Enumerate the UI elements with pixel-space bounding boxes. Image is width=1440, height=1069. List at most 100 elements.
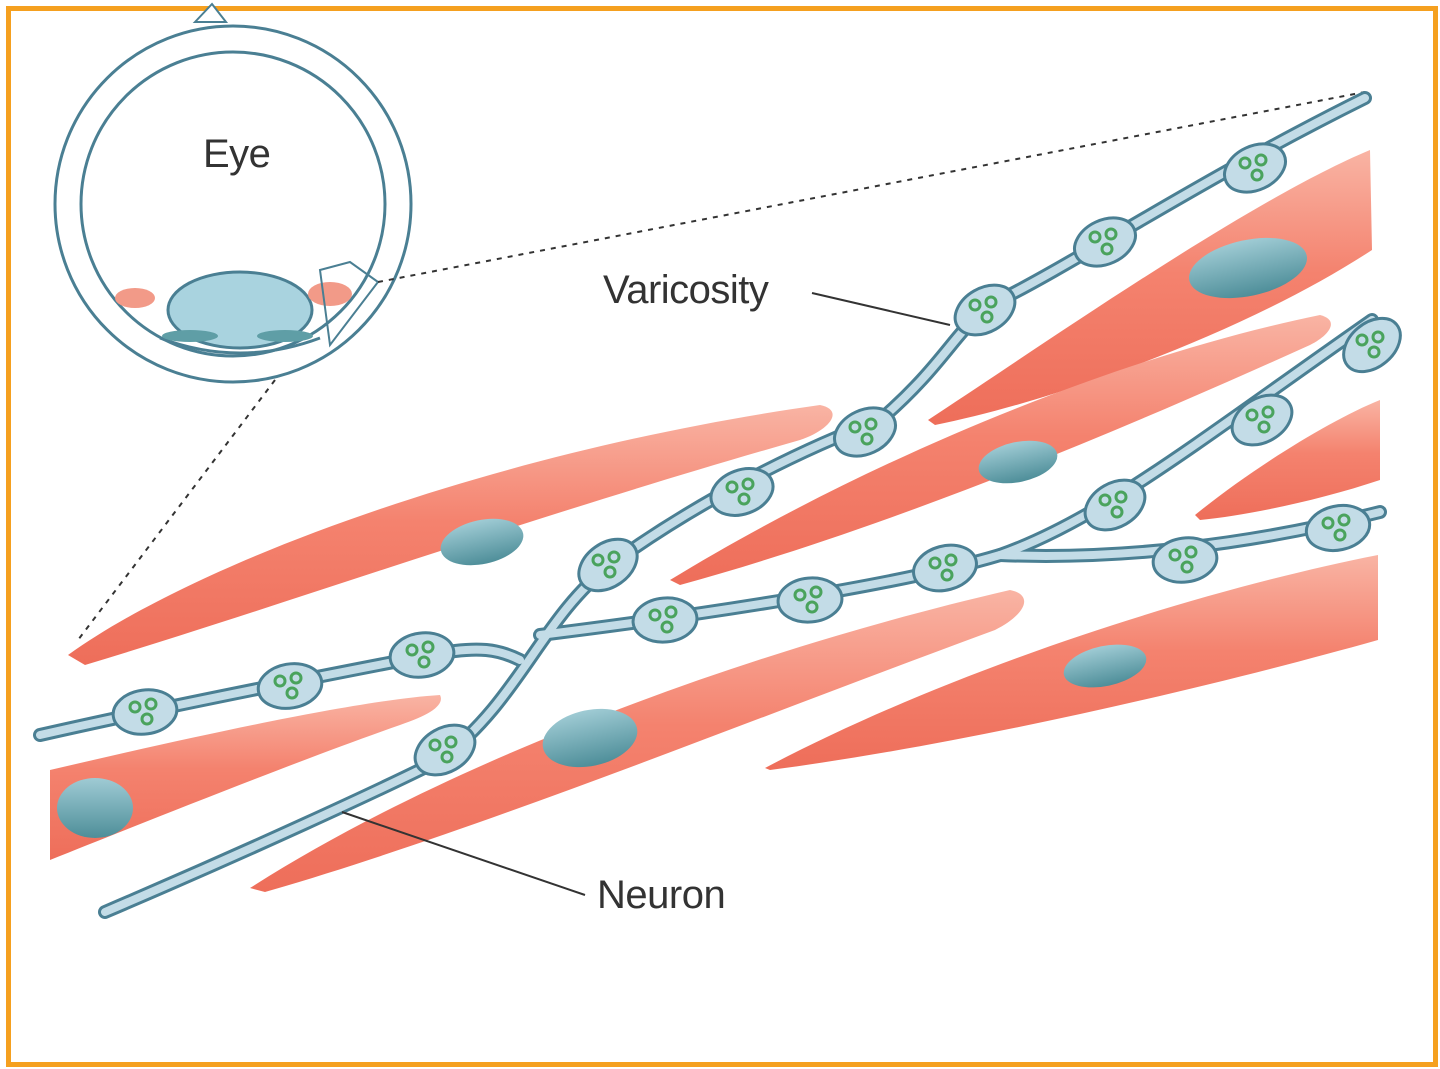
synaptic-vesicle (1238, 156, 1252, 170)
synaptic-vesicle (1254, 153, 1268, 167)
synaptic-vesicle (591, 553, 605, 567)
muscle-cell (1195, 400, 1380, 520)
synaptic-vesicle (603, 565, 617, 579)
varicosity (631, 596, 699, 644)
varicosity (833, 406, 897, 458)
synaptic-vesicle (848, 420, 862, 434)
synaptic-vesicle (793, 588, 807, 602)
synaptic-vesicle (944, 553, 958, 567)
varicosity (1151, 536, 1219, 584)
varicosity (1304, 503, 1372, 553)
varicosity (388, 631, 456, 679)
synaptic-vesicle (273, 674, 287, 688)
varicosity (953, 283, 1017, 337)
synaptic-vesicle (940, 568, 954, 582)
muscle-cell (928, 150, 1372, 425)
synaptic-vesicle (1355, 333, 1369, 347)
synaptic-vesicle (440, 750, 454, 764)
eye-label: Eye (203, 132, 271, 176)
synaptic-vesicle (140, 712, 154, 726)
varicosity (1230, 393, 1294, 447)
synaptic-vesicle (928, 556, 942, 570)
synaptic-vesicle (144, 697, 158, 711)
synaptic-vesicle (984, 295, 998, 309)
varicosity (413, 723, 477, 777)
muscle-cell (50, 695, 441, 860)
neuron-label: Neuron (597, 873, 726, 917)
muscle-nucleus (1063, 644, 1147, 688)
synaptic-vesicle (648, 608, 662, 622)
varicosity (1083, 478, 1147, 532)
synaptic-vesicle (1245, 408, 1259, 422)
neuron-leader (341, 811, 586, 896)
synaptic-vesicle (809, 585, 823, 599)
synaptic-vesicle (1180, 560, 1194, 574)
synaptic-vesicle (1321, 516, 1335, 530)
varicosity-leader (811, 292, 951, 326)
muscle-nucleus (57, 778, 133, 838)
muscle-nucleus (440, 518, 524, 566)
eye-inner-wall (79, 50, 387, 358)
synaptic-vesicle (1333, 528, 1347, 542)
synaptic-vesicle (128, 700, 142, 714)
varicosity (577, 537, 639, 593)
synaptic-vesicle (660, 620, 674, 634)
iris-right (257, 330, 313, 342)
zoom-line-top (377, 91, 1366, 283)
synaptic-vesicle (1088, 230, 1102, 244)
synaptic-vesicle (805, 600, 819, 614)
synaptic-vesicle (864, 417, 878, 431)
synaptic-vesicle (1257, 420, 1271, 434)
synaptic-vesicle (1337, 513, 1351, 527)
synaptic-vesicle (664, 605, 678, 619)
synaptic-vesicle (1367, 345, 1381, 359)
muscle-nucleus (542, 708, 638, 768)
varicosity (1223, 142, 1287, 194)
synaptic-vesicle (428, 738, 442, 752)
varicosity (1073, 216, 1137, 268)
synaptic-vesicle (1184, 545, 1198, 559)
synaptic-vesicle (405, 643, 419, 657)
varicosity-label: Varicosity (603, 268, 769, 312)
varicosity (1342, 316, 1402, 374)
varicosities (111, 142, 1402, 777)
varicosity (709, 467, 775, 517)
synaptic-vesicle (1261, 405, 1275, 419)
optic-nerve (192, 2, 229, 23)
synaptic-vesicle (417, 655, 431, 669)
iris-left (162, 330, 218, 342)
synaptic-vesicle (421, 640, 435, 654)
varicosity (111, 688, 179, 736)
synaptic-vesicle (968, 298, 982, 312)
muscle-cell (250, 590, 1025, 892)
synaptic-vesicle (1100, 242, 1114, 256)
muscle-nucleus (978, 440, 1058, 484)
ciliary-muscle-left (115, 288, 155, 308)
synaptic-vesicle (289, 671, 303, 685)
synaptic-vesicle (1098, 493, 1112, 507)
iris (159, 336, 321, 355)
varicosity (776, 576, 844, 624)
synaptic-vesicle (444, 735, 458, 749)
synaptic-vesicle (737, 492, 751, 506)
smooth-muscle-cells (50, 150, 1380, 892)
synaptic-vesicle (725, 480, 739, 494)
synaptic-vesicle (1104, 227, 1118, 241)
synaptic-vesicle (1114, 490, 1128, 504)
synaptic-vesicle (860, 432, 874, 446)
synaptic-vesicle (741, 477, 755, 491)
eye-lens (166, 270, 314, 350)
synaptic-vesicle (1168, 548, 1182, 562)
synaptic-vesicle (607, 550, 621, 564)
varicosity (256, 662, 324, 710)
muscle-nucleus (1189, 237, 1307, 299)
synaptic-vesicle (1110, 505, 1124, 519)
synaptic-vesicle (285, 686, 299, 700)
synaptic-vesicle (980, 310, 994, 324)
eye-inset (53, 2, 413, 384)
synaptic-vesicle (1250, 168, 1264, 182)
ciliary-muscle-right (308, 282, 352, 306)
varicosity (912, 543, 978, 593)
synaptic-vesicle (1371, 330, 1385, 344)
